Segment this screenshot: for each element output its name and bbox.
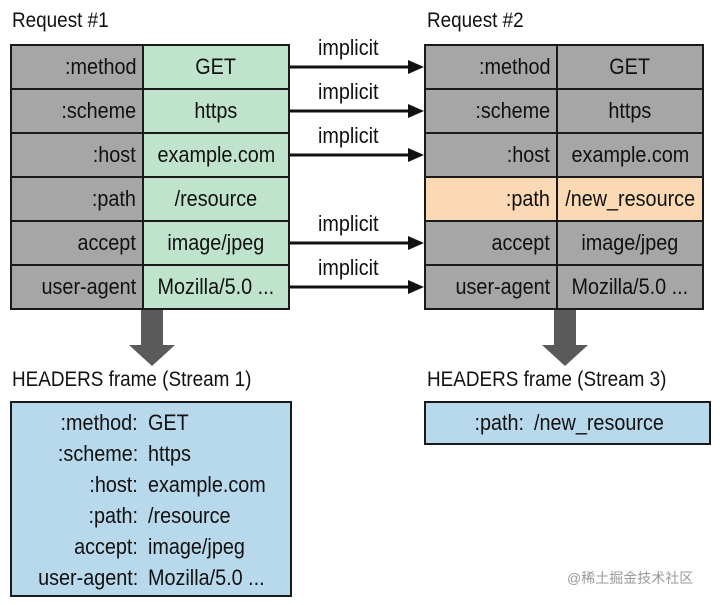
arrowhead-icon bbox=[408, 60, 424, 74]
frame1-value: GET bbox=[148, 409, 189, 435]
r1-value-accept: image/jpeg bbox=[144, 222, 288, 264]
frame1-key: :scheme: bbox=[57, 440, 138, 466]
arrowhead-icon bbox=[408, 148, 424, 162]
r1-name-accept: accept bbox=[12, 222, 142, 264]
frame1-key: :method: bbox=[60, 409, 138, 435]
r1-name-user-agent: user-agent bbox=[12, 266, 142, 308]
frame1-key: :path: bbox=[88, 502, 138, 528]
request2-table: :method GET :scheme https :host example.… bbox=[424, 44, 704, 310]
frame1-row: :path: /resource bbox=[12, 500, 290, 531]
frame1-key: accept: bbox=[74, 533, 138, 559]
r2-name-method: :method bbox=[426, 46, 556, 88]
r2-value-path: /new_resource bbox=[558, 178, 702, 220]
implicit-label-5: implicit bbox=[318, 255, 379, 280]
r2-name-user-agent: user-agent bbox=[426, 266, 556, 308]
frame2-title: HEADERS frame (Stream 3) bbox=[427, 368, 667, 391]
frame2-row: :path: /new_resource bbox=[426, 407, 709, 438]
down-arrow-icon-stream3 bbox=[542, 310, 588, 366]
frame1-row: accept: image/jpeg bbox=[12, 531, 290, 562]
r1-value-user-agent: Mozilla/5.0 ... bbox=[144, 266, 288, 308]
arrowhead-icon bbox=[408, 280, 424, 294]
headers-frame-stream3: :path: /new_resource bbox=[424, 401, 711, 445]
r1-value-scheme: https bbox=[144, 90, 288, 132]
frame1-row: :method: GET bbox=[12, 407, 290, 438]
frame1-value: example.com bbox=[148, 471, 266, 497]
frame1-value: Mozilla/5.0 ... bbox=[148, 564, 265, 590]
r2-value-accept: image/jpeg bbox=[558, 222, 702, 264]
implicit-label-3: implicit bbox=[318, 123, 379, 148]
request1-table: :method GET :scheme https :host example.… bbox=[10, 44, 290, 310]
watermark: @稀土掘金技术社区 bbox=[567, 570, 694, 586]
arrowhead-icon bbox=[408, 104, 424, 118]
frame1-row: :host: example.com bbox=[12, 469, 290, 500]
frame1-key: :host: bbox=[89, 471, 138, 497]
request2-title: Request #2 bbox=[427, 9, 524, 32]
implicit-label-1: implicit bbox=[318, 35, 379, 60]
frame1-value: /resource bbox=[148, 502, 231, 528]
r2-name-path: :path bbox=[426, 178, 556, 220]
r2-value-scheme: https bbox=[558, 90, 702, 132]
frame1-value: image/jpeg bbox=[148, 533, 245, 559]
r2-name-accept: accept bbox=[426, 222, 556, 264]
frame2-key: :path: bbox=[474, 409, 524, 435]
implicit-label-4: implicit bbox=[318, 211, 379, 236]
r2-name-host: :host bbox=[426, 134, 556, 176]
frame1-title: HEADERS frame (Stream 1) bbox=[12, 368, 252, 391]
r1-name-method: :method bbox=[12, 46, 142, 88]
r2-name-scheme: :scheme bbox=[426, 90, 556, 132]
arrowhead-icon bbox=[408, 236, 424, 250]
implicit-label-2: implicit bbox=[318, 79, 379, 104]
r2-value-user-agent: Mozilla/5.0 ... bbox=[558, 266, 702, 308]
r1-value-path: /resource bbox=[144, 178, 288, 220]
request1-title: Request #1 bbox=[12, 9, 109, 32]
r1-value-method: GET bbox=[144, 46, 288, 88]
headers-frame-stream1: :method: GET :scheme: https :host: examp… bbox=[10, 401, 292, 597]
r1-name-host: :host bbox=[12, 134, 142, 176]
r2-value-method: GET bbox=[558, 46, 702, 88]
r1-name-scheme: :scheme bbox=[12, 90, 142, 132]
r1-value-host: example.com bbox=[144, 134, 288, 176]
frame1-value: https bbox=[148, 440, 191, 466]
frame1-row: user-agent: Mozilla/5.0 ... bbox=[12, 562, 290, 593]
frame1-key: user-agent: bbox=[37, 564, 138, 590]
frame1-row: :scheme: https bbox=[12, 438, 290, 469]
down-arrow-icon-stream1 bbox=[129, 310, 175, 366]
frame2-value: /new_resource bbox=[534, 409, 664, 435]
r2-value-host: example.com bbox=[558, 134, 702, 176]
r1-name-path: :path bbox=[12, 178, 142, 220]
